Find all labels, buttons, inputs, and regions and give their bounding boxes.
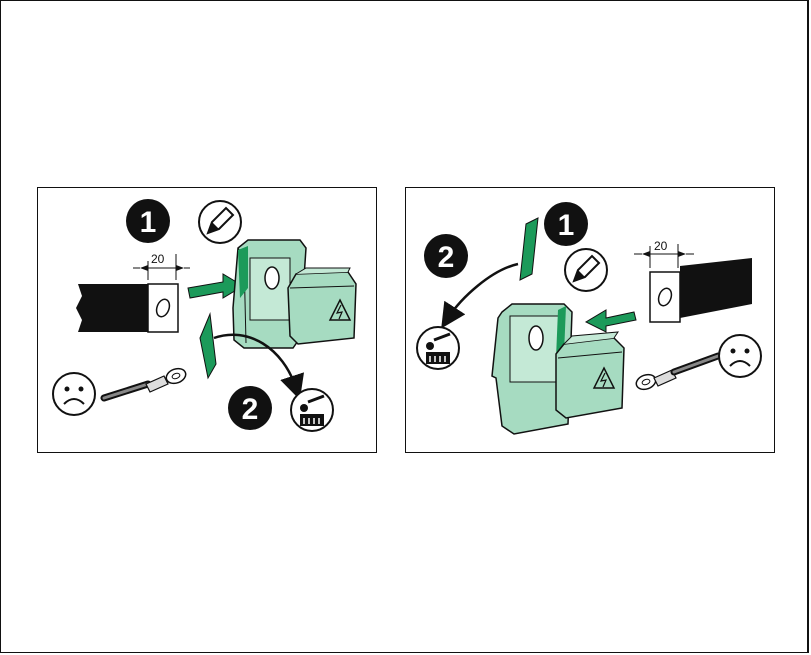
dimension-marker: 20 xyxy=(133,252,190,280)
busbar xyxy=(76,283,179,333)
insert-arrow-icon xyxy=(584,309,637,333)
step-1-badge: 1 xyxy=(544,202,588,246)
step-2-label: 2 xyxy=(438,241,455,274)
busbar xyxy=(649,258,752,323)
terminal-cover xyxy=(491,303,625,435)
step-1-badge: 1 xyxy=(126,199,170,243)
high-voltage-warning-icon xyxy=(592,366,616,389)
panel-right: 2 1 xyxy=(405,187,775,453)
dimension-label: 20 xyxy=(654,239,668,253)
terminal-cover xyxy=(232,239,357,349)
panel-right-illustration: 2 1 xyxy=(416,202,762,435)
dimension-marker: 20 xyxy=(634,239,694,268)
panel-left: 1 20 xyxy=(37,187,377,453)
step-1-label: 1 xyxy=(558,209,575,242)
dimension-label: 20 xyxy=(151,252,165,266)
step-2-label: 2 xyxy=(242,393,259,426)
curved-arrow-icon xyxy=(441,262,519,329)
cable-lug-icon xyxy=(635,352,722,391)
discard-bin-icon xyxy=(290,388,334,432)
pen-icon xyxy=(198,200,242,244)
removed-tab xyxy=(519,217,539,281)
insert-arrow-icon xyxy=(187,273,244,299)
discard-bin-icon xyxy=(416,326,460,370)
step-2-badge: 2 xyxy=(228,386,272,430)
step-2-badge: 2 xyxy=(424,234,468,278)
high-voltage-warning-icon xyxy=(328,298,352,321)
pen-icon xyxy=(564,248,608,292)
removed-tab xyxy=(199,312,217,380)
cable-lug-icon xyxy=(100,367,187,402)
sad-face-icon xyxy=(718,334,762,378)
step-1-label: 1 xyxy=(140,206,157,239)
sad-face-icon xyxy=(52,372,96,416)
panel-left-illustration: 1 20 xyxy=(52,199,357,432)
curved-arrow-icon xyxy=(213,333,305,400)
